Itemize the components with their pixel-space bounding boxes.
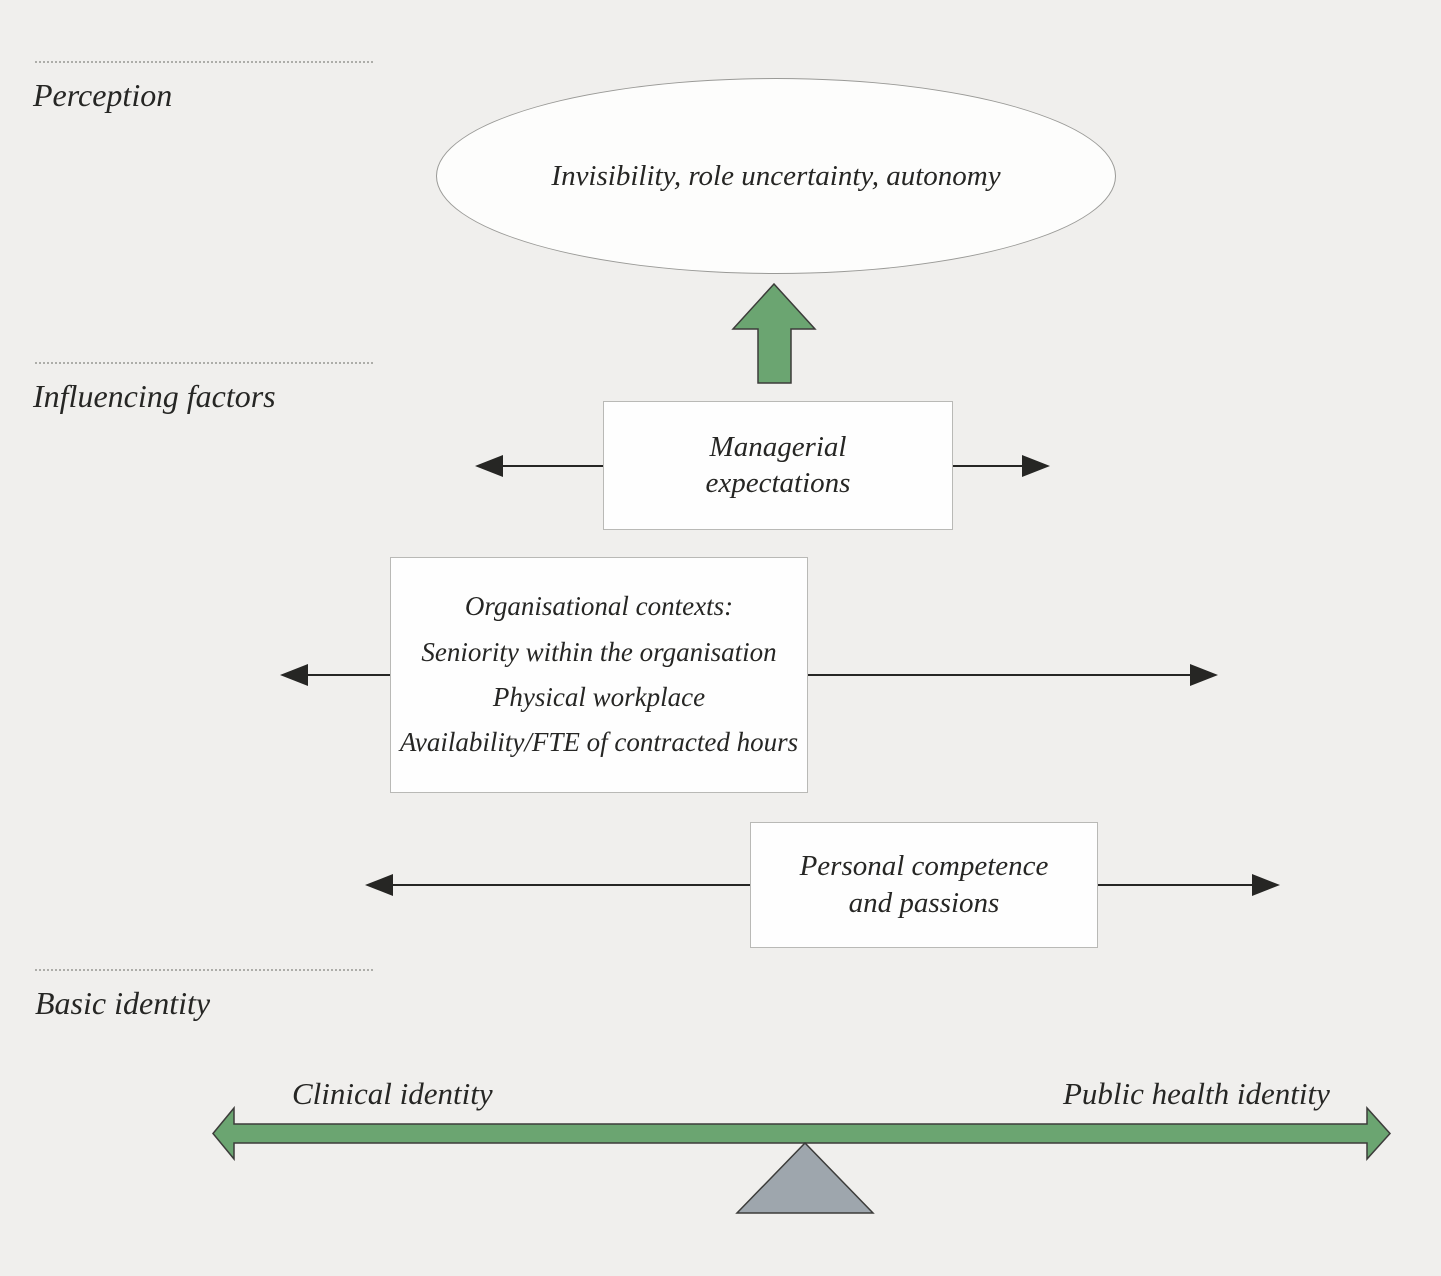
section-divider-perception	[35, 61, 373, 63]
organisational-contexts-box: Organisational contexts: Seniority withi…	[390, 557, 808, 793]
box-text-line: Seniority within the organisation	[421, 636, 777, 667]
right-arrowhead-icon	[1190, 664, 1218, 686]
perception-ellipse: Invisibility, role uncertainty, autonomy	[436, 78, 1116, 274]
up-arrow-icon	[731, 283, 817, 384]
managerial-expectations-box: Managerial expectations	[603, 401, 953, 530]
box-text-line: Personal competence	[799, 849, 1049, 882]
double-headed-arrow	[212, 1105, 1392, 1162]
section-divider-basic-identity	[35, 969, 373, 971]
section-label-influencing-factors: Influencing factors	[33, 378, 276, 414]
perception-ellipse-text: Invisibility, role uncertainty, autonomy	[551, 159, 1001, 192]
box-text-line: and passions	[848, 887, 1000, 919]
box-text-line: expectations	[705, 466, 851, 499]
left-arrowhead-icon	[365, 874, 393, 896]
left-arrowhead-icon	[280, 664, 308, 686]
fulcrum-triangle-icon	[735, 1141, 875, 1214]
section-label-perception: Perception	[33, 77, 173, 113]
personal-competence-box: Personal competence and passions	[750, 822, 1098, 948]
right-arrowhead-icon	[1252, 874, 1280, 896]
box-text-line: Availability/FTE of contracted hours	[399, 727, 799, 758]
section-divider-influencing-factors	[35, 362, 373, 364]
section-label-basic-identity: Basic identity	[35, 985, 211, 1021]
left-arrowhead-icon	[475, 455, 503, 477]
box-text-line: Physical workplace	[492, 682, 706, 712]
box-text-line: Managerial	[709, 431, 847, 464]
clinical-identity-label: Clinical identity	[292, 1076, 493, 1111]
box-text-line: Organisational contexts:	[464, 591, 734, 622]
public-health-identity-label: Public health identity	[1063, 1076, 1330, 1111]
right-arrowhead-icon	[1022, 455, 1050, 477]
